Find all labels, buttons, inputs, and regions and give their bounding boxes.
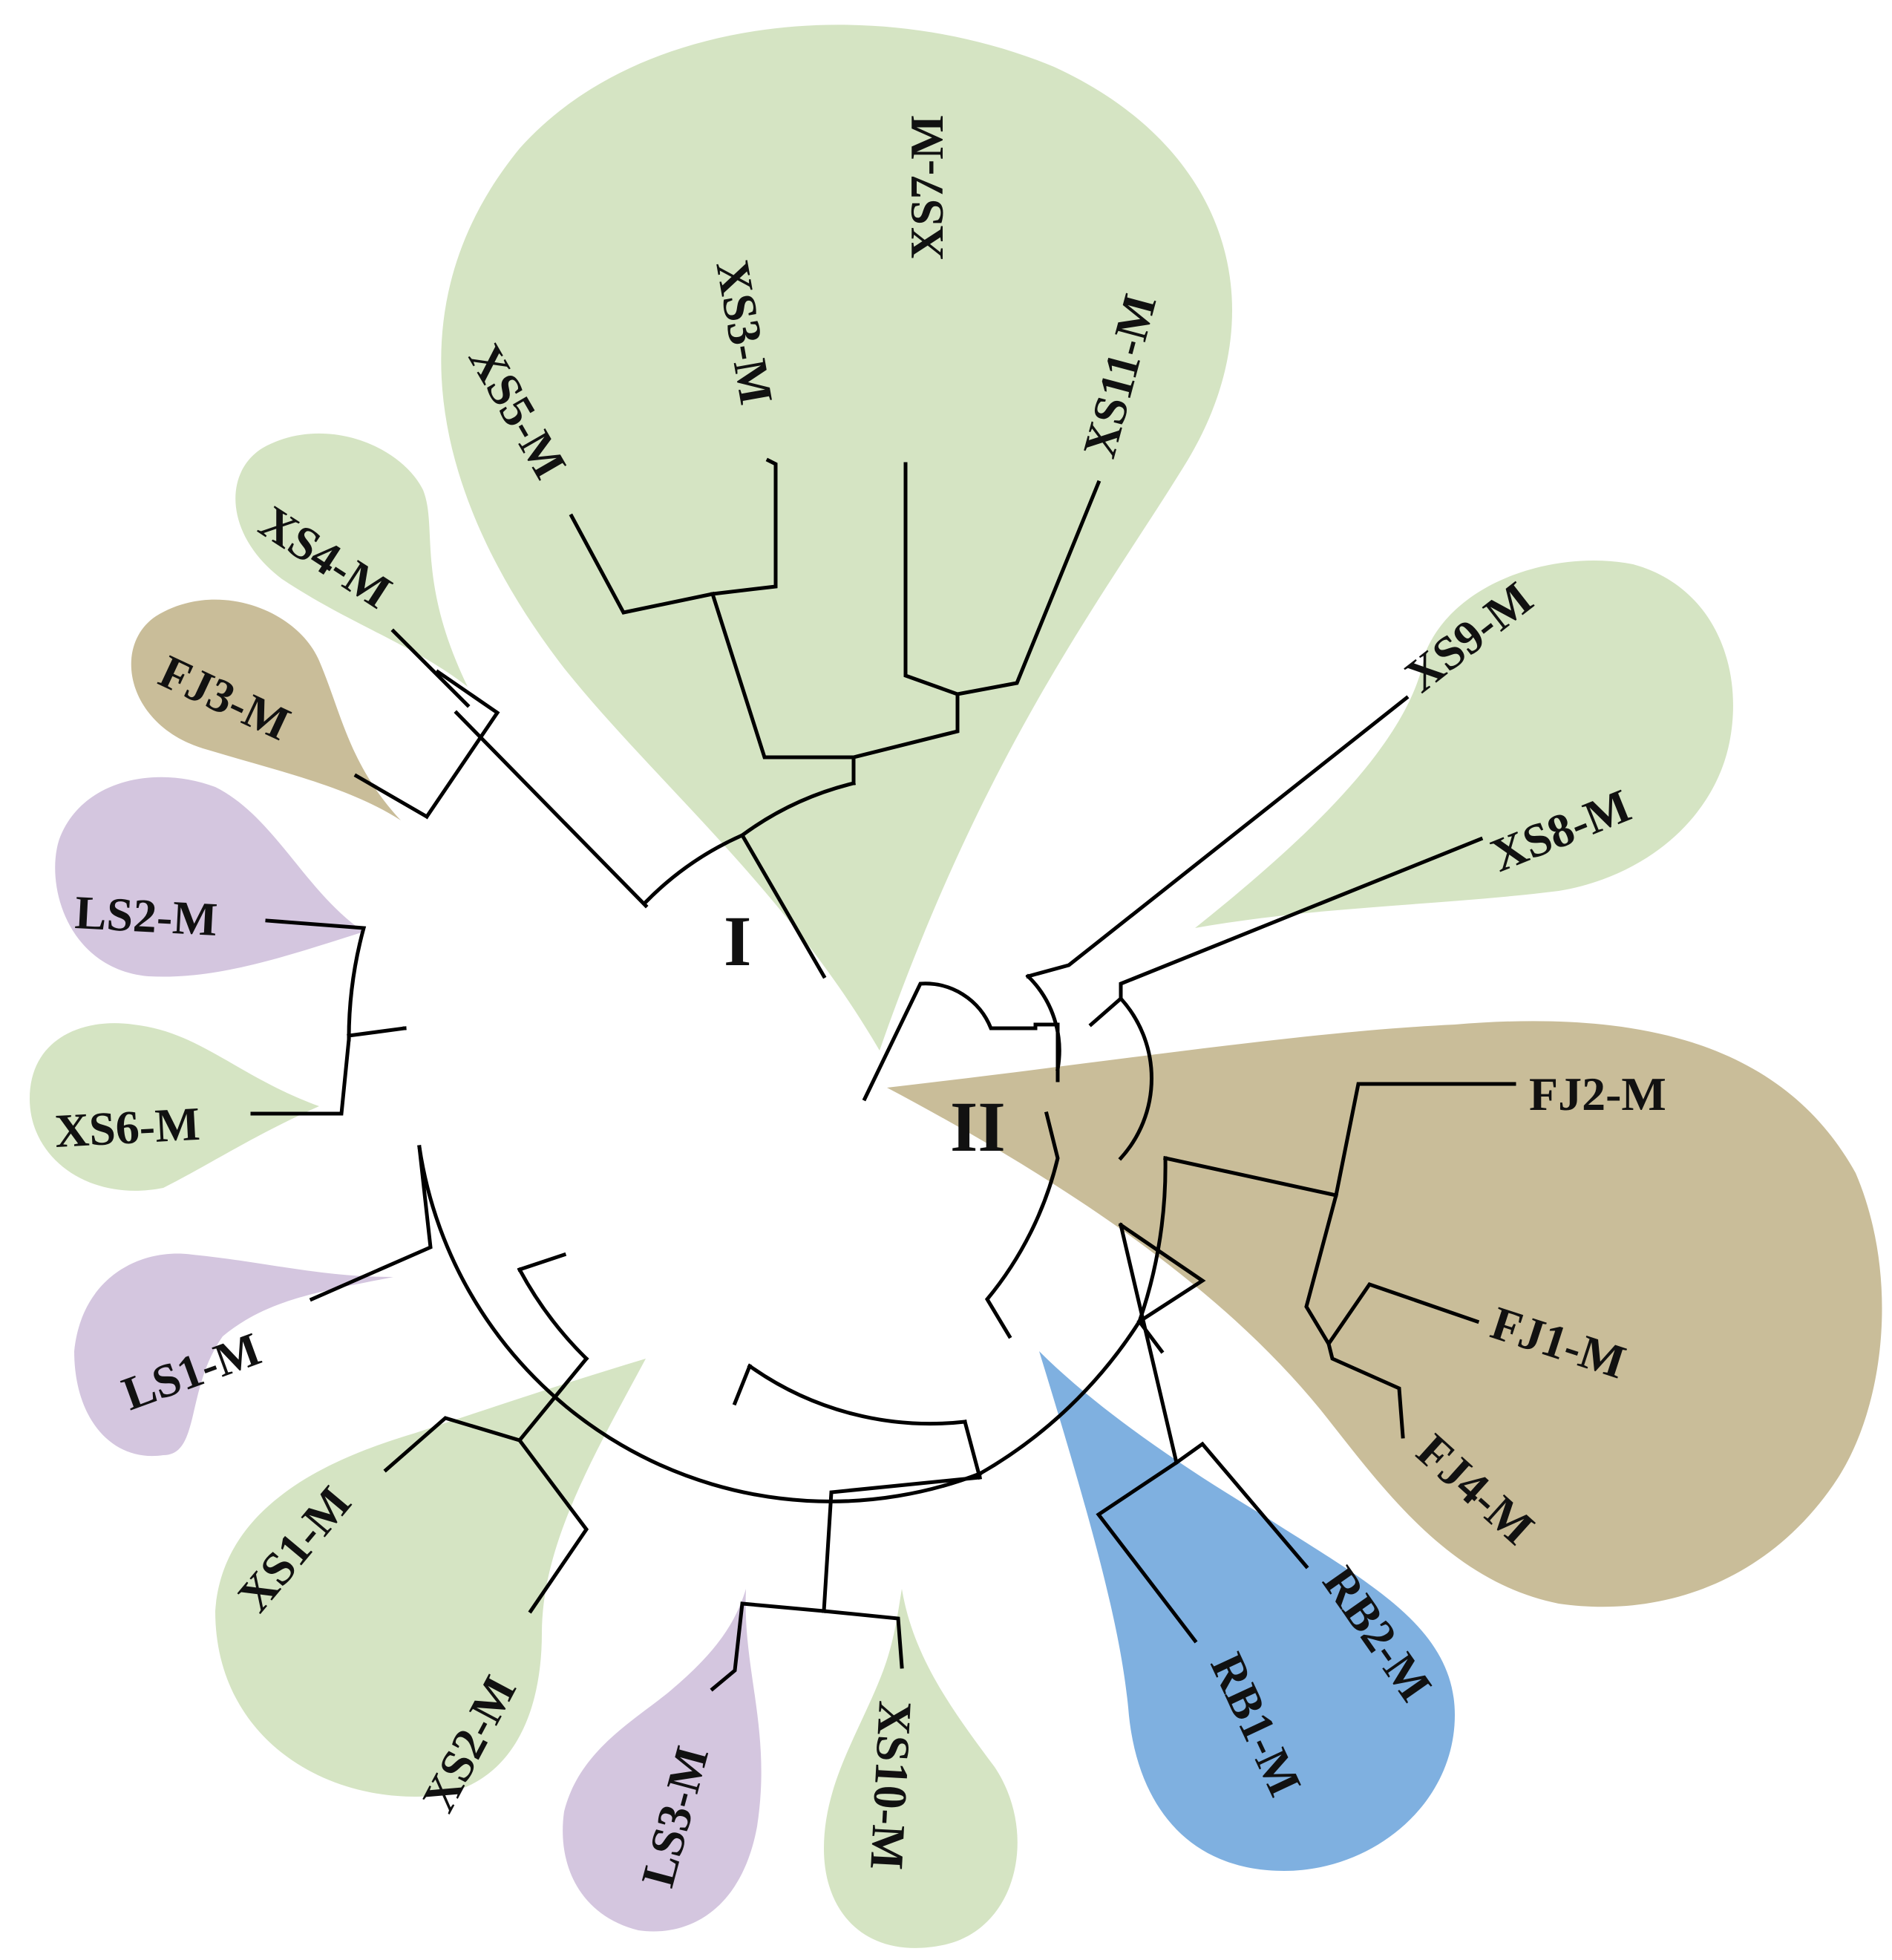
branch — [977, 1319, 1142, 1477]
branch — [517, 1252, 567, 1273]
leaf-xs6: XS6-M — [53, 1097, 201, 1157]
leaf-xs10: XS10-M — [860, 1699, 922, 1871]
branch — [862, 981, 1038, 1102]
branch — [962, 1419, 983, 1480]
highlight-top-green — [441, 24, 1232, 1051]
branch — [517, 1437, 589, 1614]
branch — [1025, 973, 1061, 1071]
highlight-ls3-purple — [563, 1589, 762, 1932]
branch — [1136, 1156, 1168, 1324]
branch — [569, 513, 715, 615]
leaf-ls2: LS2-M — [73, 886, 218, 946]
branch — [250, 1037, 351, 1116]
branch — [390, 628, 471, 708]
branch — [265, 918, 367, 1042]
highlight-ls2-purple — [55, 777, 364, 977]
branch — [822, 1475, 982, 1613]
tree-branches — [250, 457, 1516, 1692]
branch — [710, 1601, 826, 1692]
branch — [309, 1145, 433, 1302]
branch — [383, 1356, 589, 1473]
branch — [822, 1609, 904, 1669]
branch — [1118, 1222, 1206, 1324]
branch — [739, 832, 827, 979]
leaf-xs7: XS7-M — [900, 114, 953, 260]
branch — [353, 669, 500, 820]
highlight-xs4-green — [235, 433, 468, 687]
branch — [1088, 836, 1484, 1028]
clade-label-I: I — [724, 901, 751, 981]
branch — [1096, 1222, 1198, 1644]
highlight-fj-tan — [887, 1021, 1882, 1607]
branch — [1326, 1341, 1405, 1439]
branch — [347, 1026, 407, 1038]
highlight-xs8-xs9-green — [1195, 561, 1733, 928]
leaf-fj2: FJ2-M — [1529, 1068, 1666, 1120]
branch — [955, 480, 1102, 696]
branch — [1025, 695, 1410, 979]
highlight-rb-blue — [1039, 1351, 1455, 1871]
branch — [732, 1363, 753, 1406]
branch — [1163, 1082, 1516, 1198]
branch — [984, 1111, 1060, 1339]
branch — [1174, 1441, 1309, 1569]
branch — [517, 1267, 589, 1362]
highlight-fj3-tan — [131, 599, 401, 820]
branch — [417, 1145, 983, 1503]
highlight-xs10-green — [824, 1589, 1018, 1948]
highlight-xs6-green — [30, 1023, 319, 1191]
clade-label-II: II — [950, 1087, 1006, 1166]
branch — [1118, 996, 1153, 1161]
clade-highlights — [30, 24, 1882, 1948]
branch — [643, 780, 857, 905]
branch — [454, 710, 649, 909]
branch — [747, 1363, 967, 1426]
highlight-ls1-purple — [74, 1253, 393, 1457]
